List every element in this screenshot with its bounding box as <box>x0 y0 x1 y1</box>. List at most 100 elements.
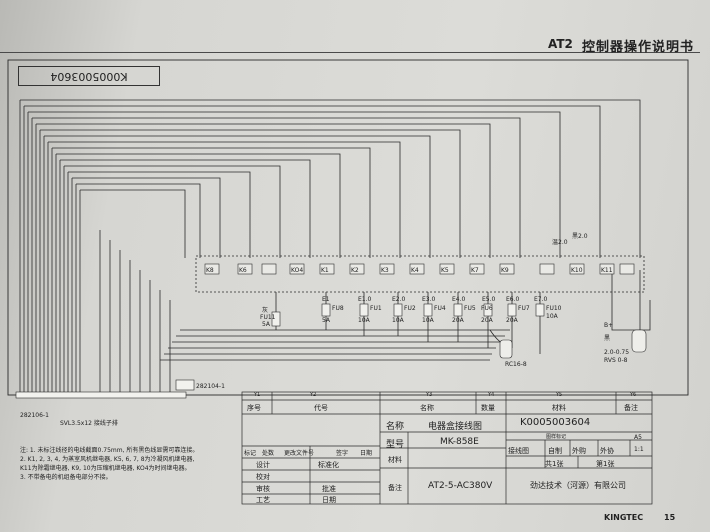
relay-label: K1 <box>321 267 329 274</box>
relay-label: K4 <box>411 267 419 274</box>
terminal-number-2: 282106-1 <box>20 412 49 419</box>
fuse-rating: 10A <box>422 317 435 324</box>
fuse-rating: 5A <box>322 317 331 324</box>
manual-title: 控制器操作说明书 <box>582 40 695 55</box>
fuse-top-label: E6.0 <box>506 296 520 303</box>
manual-model: AT2 <box>548 37 573 51</box>
row-mark: Y1 <box>254 392 261 398</box>
name-label: 名称 <box>386 422 405 432</box>
relay-label: K5 <box>441 267 449 274</box>
role-approve: 批准 <box>322 485 336 493</box>
fuse-name: FU6 <box>481 305 493 312</box>
col-header-name: 名称 <box>420 404 434 412</box>
relay-label: K7 <box>471 267 479 274</box>
stage-right: 1:1 <box>634 446 644 453</box>
remark-label: 备注 <box>388 484 402 492</box>
col-header-qty: 数量 <box>481 404 495 412</box>
sensor-label: 黑 <box>604 335 610 342</box>
brand-logo: KINGTEC <box>604 513 644 522</box>
fuse-name: FU1 <box>370 305 382 312</box>
stage-item: 外协 <box>600 447 614 455</box>
stage-title: 图样标记 <box>546 434 567 440</box>
rev-label: 签字 <box>336 450 349 457</box>
role-review: 审核 <box>256 485 270 493</box>
row-mark: Y5 <box>556 392 563 398</box>
stage-item: 自制 <box>548 447 562 455</box>
notes: 注: 1. 未标注线径的电线截面0.75mm, 所有黑色线显需可靠连接。 2. … <box>20 446 235 482</box>
col-header-code: 代号 <box>314 404 328 412</box>
note-line: 3. 不带备电的机组备电部分不接。 <box>20 474 112 481</box>
fuse-top-label: E5.0 <box>482 296 496 303</box>
rev-label: 处数 <box>262 450 275 457</box>
cable-label: RC16-8 <box>505 361 527 368</box>
temp-label: 温2.0 <box>552 238 568 246</box>
remark-value: AT2-5-AC380V <box>428 481 493 491</box>
relay-label: K2 <box>351 267 359 274</box>
fuse-top-label: E7.0 <box>534 296 548 303</box>
fuse-name: FU2 <box>404 305 416 312</box>
fuse-top-label: E1.0 <box>358 296 372 303</box>
fuse-rating: 20A <box>481 317 494 324</box>
page-number: 15 <box>664 513 676 522</box>
relay-label: K3 <box>381 267 389 274</box>
material-label: 材料 <box>388 456 402 464</box>
sensor-label: B+ <box>604 322 613 329</box>
fuse-top-label: 灰 <box>262 306 268 314</box>
sensor-label: RVS 0-8 <box>604 357 628 364</box>
fuse-top-label: E3.0 <box>422 296 436 303</box>
stage-right: A5 <box>634 434 642 441</box>
role-standard: 标准化 <box>318 461 339 469</box>
terminal-number: 282104-1 <box>196 383 225 390</box>
fuse-name: FU4 <box>434 305 446 312</box>
fuse-rating: 20A <box>452 317 465 324</box>
relay-label: KO4 <box>291 267 303 274</box>
stage-item: 接线图 <box>508 447 529 455</box>
fuse-name: FU10 <box>546 305 562 312</box>
terminal-strip-label: SVL3.5x12 接线子排 <box>60 420 118 427</box>
role-design: 设计 <box>256 461 270 469</box>
sheets-total: 共1张 <box>545 460 564 468</box>
fuse-name: FU7 <box>518 305 530 312</box>
model-value: MK-858E <box>440 437 479 447</box>
relay-label: K6 <box>239 267 247 274</box>
rev-label: 更改文件号 <box>284 450 315 457</box>
company-name: 劲达技术（河源）有限公司 <box>530 481 626 490</box>
relay-label: K10 <box>571 267 583 274</box>
model-label: 型号 <box>386 440 405 450</box>
fuse-rating: 20A <box>506 317 519 324</box>
col-header-material: 材料 <box>552 404 566 412</box>
col-header-no: 序号 <box>247 404 261 412</box>
sensor-label: 2.0-0.75 <box>604 349 629 356</box>
fuse-top-label: E2.0 <box>392 296 406 303</box>
fuse-name: FU5 <box>464 305 476 312</box>
temp-label: 黑2.0 <box>572 233 588 240</box>
fuse-rating: 5A <box>262 321 271 328</box>
relay-label: K8 <box>206 267 214 274</box>
stage-item: 外购 <box>572 447 586 455</box>
row-mark: Y3 <box>426 392 433 398</box>
role-process: 工艺 <box>256 496 270 504</box>
fuse-name: FU11 <box>260 314 276 321</box>
col-header-remark: 备注 <box>624 404 638 412</box>
note-line: 2. K1, 2, 3, 4, 为蒸室风机继电器, K5, 6, 7, 8为冷凝… <box>20 456 195 463</box>
fuse-name: FU8 <box>332 305 344 312</box>
header-rule <box>0 52 700 53</box>
relay-label: K11 <box>601 267 613 274</box>
role-check: 校对 <box>256 473 270 481</box>
role-date: 日期 <box>322 496 336 504</box>
name-value: 电器盒接线图 <box>428 422 483 432</box>
fuse-rating: 10A <box>392 317 405 324</box>
note-line: K11为除霜继电器, K9, 10为压缩机继电器, KO4为时间继电器。 <box>20 465 191 472</box>
drawing-number: K0005003604 <box>520 417 591 428</box>
fuse-top-label: E4.0 <box>452 296 466 303</box>
rev-label: 日期 <box>360 450 373 457</box>
fuse-rating: 10A <box>358 317 371 324</box>
fuse-rating: 10A <box>546 313 559 320</box>
row-mark: Y4 <box>488 392 495 398</box>
relay-label: K9 <box>501 267 509 274</box>
row-mark: Y2 <box>310 392 317 398</box>
fuse-top-label: E1 <box>322 296 330 303</box>
rev-label: 标记 <box>244 450 257 457</box>
